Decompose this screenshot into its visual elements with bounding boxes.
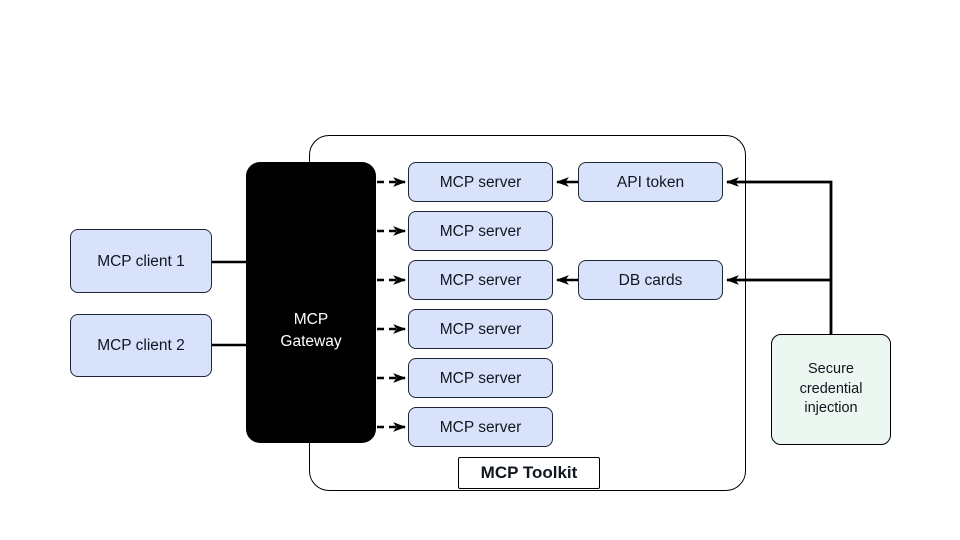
db-cards-node: DB cards	[578, 260, 723, 300]
secure-credential-injection-node: Secure credential injection	[771, 334, 891, 445]
mcp-server-3-label: MCP server	[439, 271, 522, 289]
mcp-client-1-label: MCP client 1	[97, 252, 185, 270]
api-token-node: API token	[578, 162, 723, 202]
mcp-toolkit-label-box: MCP Toolkit	[458, 457, 600, 489]
mcp-server-4-label: MCP server	[439, 320, 522, 338]
mcp-server-3-node: MCP server	[408, 260, 553, 300]
db-cards-label: DB cards	[618, 271, 683, 289]
api-token-label: API token	[616, 173, 685, 191]
mcp-server-2-node: MCP server	[408, 211, 553, 251]
mcp-client-2-node: MCP client 2	[70, 314, 212, 377]
mcp-server-5-label: MCP server	[439, 369, 522, 387]
mcp-server-5-node: MCP server	[408, 358, 553, 398]
mcp-server-2-label: MCP server	[439, 222, 522, 240]
mcp-server-6-node: MCP server	[408, 407, 553, 447]
mcp-server-4-node: MCP server	[408, 309, 553, 349]
mcp-server-1-label: MCP server	[439, 173, 522, 191]
mcp-client-1-node: MCP client 1	[70, 229, 212, 293]
mcp-toolkit-label: MCP Toolkit	[480, 463, 578, 482]
mcp-server-6-label: MCP server	[439, 418, 522, 436]
mcp-client-2-label: MCP client 2	[97, 337, 185, 354]
mcp-gateway-node: MCP Gateway	[246, 162, 376, 443]
mcp-gateway-label: MCP Gateway	[280, 311, 342, 350]
mcp-server-1-node: MCP server	[408, 162, 553, 202]
secure-credential-injection-label: Secure credential injection	[799, 361, 863, 417]
